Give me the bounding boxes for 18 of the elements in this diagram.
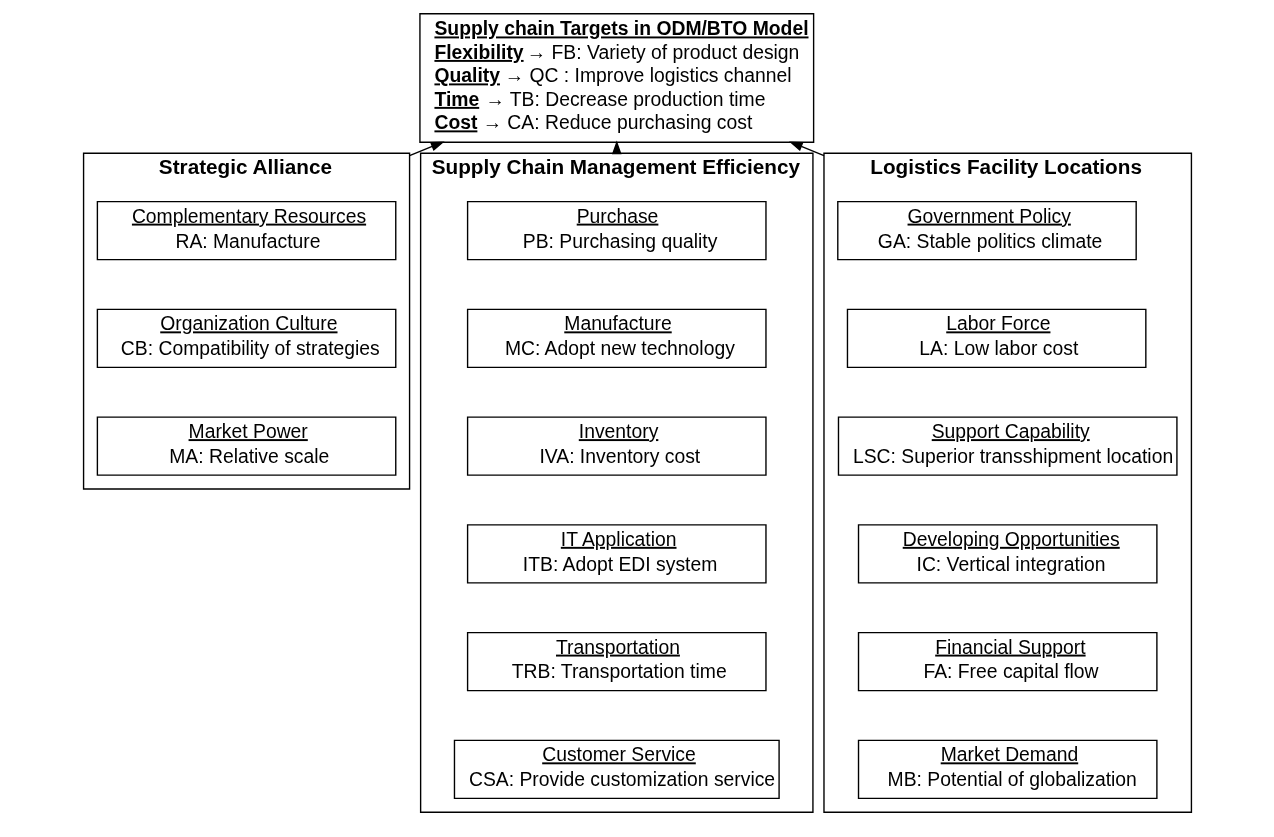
arrow	[408, 141, 445, 157]
node-box: IT Application ITB: Adopt EDI system	[466, 524, 767, 584]
node-box: Inventory IVA: Inventory cost	[466, 416, 767, 476]
node-box: Customer Service CSA: Provide customization service	[453, 739, 780, 800]
node-box: Complementary Resources RA: Manufacture	[96, 200, 396, 261]
node-box: Organization Culture CB: Compatibility of strategies	[96, 308, 396, 369]
node-box: Financial Support FA: Free capital flow	[857, 631, 1158, 692]
node-box: Government Policy GA: Stable politics climate	[836, 200, 1137, 261]
node-box: Developing Opportunities IC: Vertical integration	[857, 524, 1158, 584]
node-box: Transportation TRB: Transportation time	[466, 631, 767, 692]
node-box: Manufacture MC: Adopt new technology	[466, 308, 767, 369]
node-box: Support Capability LSC: Superior transshipment location	[837, 416, 1178, 476]
arrow	[788, 141, 825, 157]
node-box: Purchase PB: Purchasing quality	[466, 200, 767, 261]
node-box: Supply chain Targets in ODM/BTO Model Flexibility → FB: Variety of product design Quality → QC : Improve logistics channel Time → TB: Decrease production time Cost → CA: Reduce purchasing cost	[418, 13, 814, 143]
node-box: Market Demand MB: Potential of globalization	[857, 739, 1158, 800]
node-box: Market Power MA: Relative scale	[96, 416, 396, 476]
node-box: Labor Force LA: Low labor cost	[846, 308, 1147, 369]
